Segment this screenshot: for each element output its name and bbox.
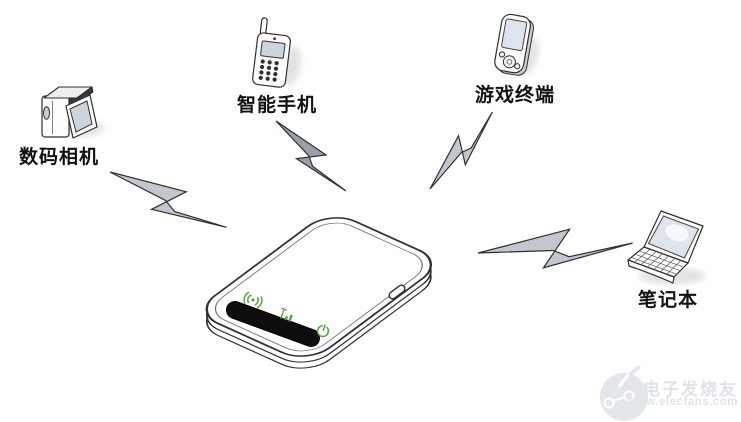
laptop-label: 笔记本 xyxy=(637,290,698,311)
side-button xyxy=(388,284,406,300)
signal-strength-icon xyxy=(280,307,293,322)
smartphone-label: 智能手机 xyxy=(236,95,317,116)
elecfans-watermark-logo xyxy=(600,365,648,421)
watermark-url: www.elecfans.com xyxy=(627,396,738,408)
hotspot-device xyxy=(205,217,433,369)
lightning-bolt-camera xyxy=(103,159,233,242)
status-display-strip xyxy=(225,301,321,347)
game-console-label: 游戏终端 xyxy=(474,85,555,106)
lightning-bolt-smartphone xyxy=(267,113,354,200)
camera-label: 数码相机 xyxy=(18,147,99,168)
smartphone-icon xyxy=(252,17,291,88)
digital-camera-icon xyxy=(41,86,98,139)
lightning-bolt-game-console xyxy=(421,105,502,197)
game-console-icon xyxy=(494,13,534,76)
lightning-bolt-laptop xyxy=(477,225,634,272)
power-icon xyxy=(316,324,330,338)
wifi-icon xyxy=(243,291,263,309)
laptop-icon xyxy=(627,210,704,284)
watermark-brand: 电子发烧友 xyxy=(643,380,738,399)
